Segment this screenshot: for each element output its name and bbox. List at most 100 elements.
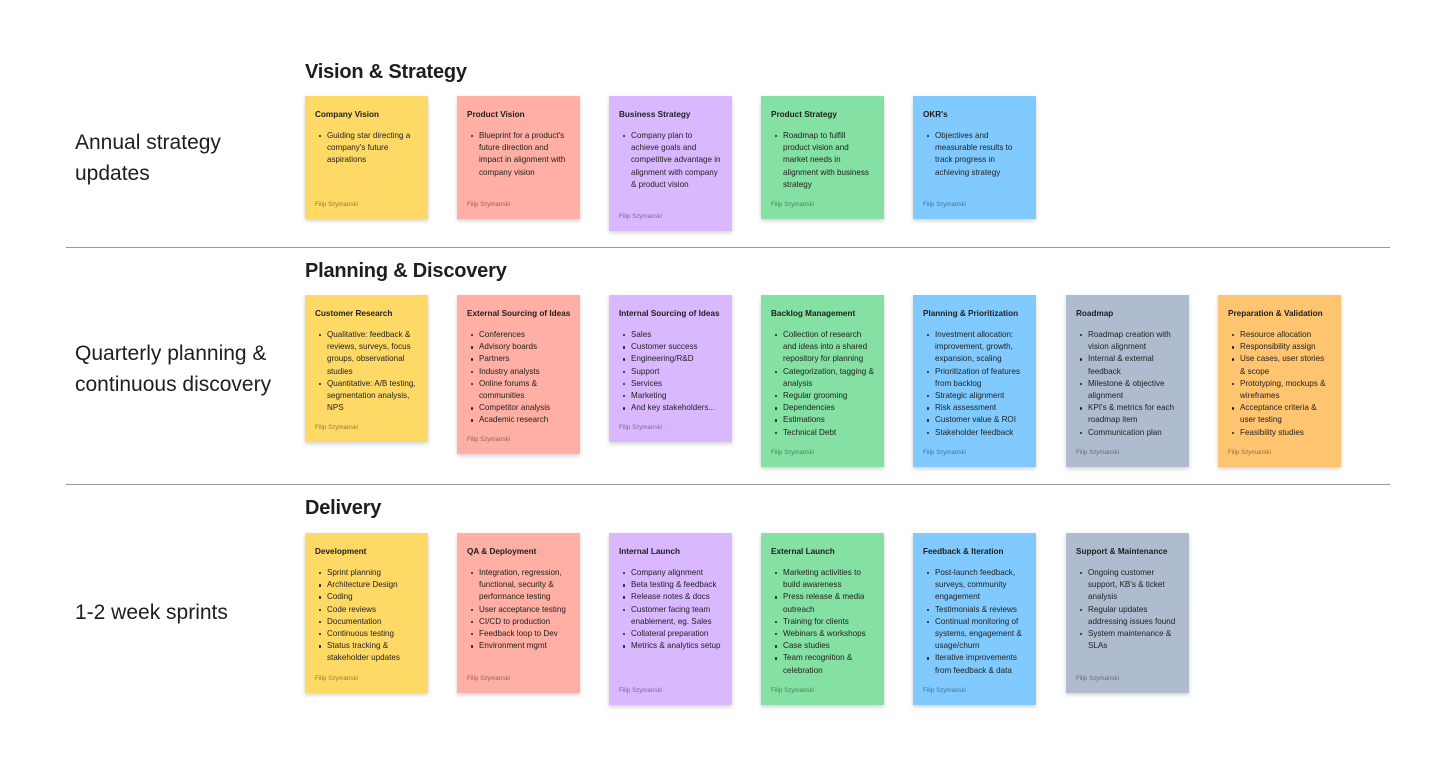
sticky-note-bullet: Marketing [623,390,722,402]
sticky-note-bullet: Post-launch feedback, surveys, community… [927,567,1026,604]
sticky-note-list: Roadmap to fulfill product vision and ma… [775,130,874,191]
sticky-note-author: Filip Szymanski [923,449,966,456]
row-divider [66,484,1390,485]
sticky-note-title: QA & Deployment [467,547,537,556]
sticky-note-bullet: Support [623,366,722,378]
sticky-note-bullet: Categorization, tagging & analysis [775,366,874,390]
sticky-note-bullet: Sprint planning [319,567,418,579]
sticky-note-bullet: Collection of research and ideas into a … [775,329,874,366]
sticky-note-author: Filip Szymanski [467,201,510,208]
sticky-note-bullet: Partners [471,353,570,365]
sticky-note-author: Filip Szymanski [771,687,814,694]
sticky-note-list: Qualitative: feedback & reviews, surveys… [319,329,418,414]
sticky-note-list: Objectives and measurable results to tra… [927,130,1026,179]
sticky-note-list: Investment allocation: improvement, grow… [927,329,1026,439]
sticky-note-title: Preparation & Validation [1228,309,1323,318]
sticky-note-bullet: Guiding star directing a company's futur… [319,130,418,167]
sticky-note-bullet: Ongoing customer support, KB's & ticket … [1080,567,1179,604]
sticky-note-bullet: Acceptance criteria & user testing [1232,402,1331,426]
sticky-note-bullet: Milestone & objective alignment [1080,378,1179,402]
sticky-note-title: Product Strategy [771,110,837,119]
sticky-note-bullet: Iterative improvements from feedback & d… [927,652,1026,676]
section-title-delivery: Delivery [305,497,382,519]
sticky-note-author: Filip Szymanski [619,213,662,220]
sticky-note-title: OKR's [923,110,948,119]
sticky-note-author: Filip Szymanski [467,675,510,682]
sticky-note-bullet: Team recognition & celebration [775,652,874,676]
sticky-note-bullet: Blueprint for a product's future directi… [471,130,570,179]
sticky-note-bullet: Industry analysts [471,366,570,378]
sticky-note-list: Integration, regression, functional, sec… [471,567,570,652]
sticky-note-bullet: Technical Debt [775,427,874,439]
row-label-quarterly: Quarterly planning & continuous discover… [75,342,272,396]
sticky-note-bullet: Customer success [623,341,722,353]
sticky-note-bullet: Release notes & docs [623,591,722,603]
sticky-note-bullet: Investment allocation: improvement, grow… [927,329,1026,366]
sticky-note-bullet: Customer value & ROI [927,414,1026,426]
sticky-note-title: Feedback & Iteration [923,547,1004,556]
sticky-note-author: Filip Szymanski [1228,449,1271,456]
sticky-note-bullet: Responsibility assign [1232,341,1331,353]
sticky-note-author: Filip Szymanski [315,201,358,208]
sticky-note-title: Internal Launch [619,547,680,556]
sticky-note-bullet: Communication plan [1080,427,1179,439]
sticky-note-bullet: Services [623,378,722,390]
sticky-note-bullet: CI/CD to production [471,616,570,628]
sticky-note-bullet: Use cases, user stories & scope [1232,353,1331,377]
sticky-note-author: Filip Szymanski [1076,675,1119,682]
sticky-note-bullet: Estimations [775,414,874,426]
sticky-note-author: Filip Szymanski [315,424,358,431]
sticky-note-bullet: Resource allocation [1232,329,1331,341]
sticky-note-bullet: Press release & media outreach [775,591,874,615]
sticky-note-bullet: Testimonials & reviews [927,604,1026,616]
sticky-note-bullet: Conferences [471,329,570,341]
sticky-note-bullet: Webinars & workshops [775,628,874,640]
sticky-note-bullet: Customer facing team enablement, eg. Sal… [623,604,722,628]
sticky-note-author: Filip Szymanski [923,687,966,694]
sticky-note-bullet: Integration, regression, functional, sec… [471,567,570,604]
sticky-note-author: Filip Szymanski [619,687,662,694]
sticky-note-bullet: And key stakeholders... [623,402,722,414]
sticky-note-list: Ongoing customer support, KB's & ticket … [1080,567,1179,652]
sticky-note-author: Filip Szymanski [771,449,814,456]
sticky-note-bullet: Internal & external feedback [1080,353,1179,377]
sticky-note-list: Collection of research and ideas into a … [775,329,874,439]
sticky-note-bullet: Roadmap creation with vision alignment [1080,329,1179,353]
sticky-note-title: Company Vision [315,110,379,119]
sticky-note-bullet: Environment mgmt [471,640,570,652]
sticky-note-list: Post-launch feedback, surveys, community… [927,567,1026,677]
sticky-note-bullet: Roadmap to fulfill product vision and ma… [775,130,874,191]
sticky-note-title: Product Vision [467,110,525,119]
sticky-note-bullet: User acceptance testing [471,604,570,616]
sticky-note-title: External Launch [771,547,835,556]
sticky-note-title: Business Strategy [619,110,691,119]
sticky-note-bullet: Feedback loop to Dev [471,628,570,640]
sticky-note-bullet: Online forums & communities [471,378,570,402]
sticky-note-title: Development [315,547,367,556]
sticky-note-bullet: Advisory boards [471,341,570,353]
sticky-note-title: Internal Sourcing of Ideas [619,309,720,318]
sticky-note-bullet: System maintenance & SLAs [1080,628,1179,652]
